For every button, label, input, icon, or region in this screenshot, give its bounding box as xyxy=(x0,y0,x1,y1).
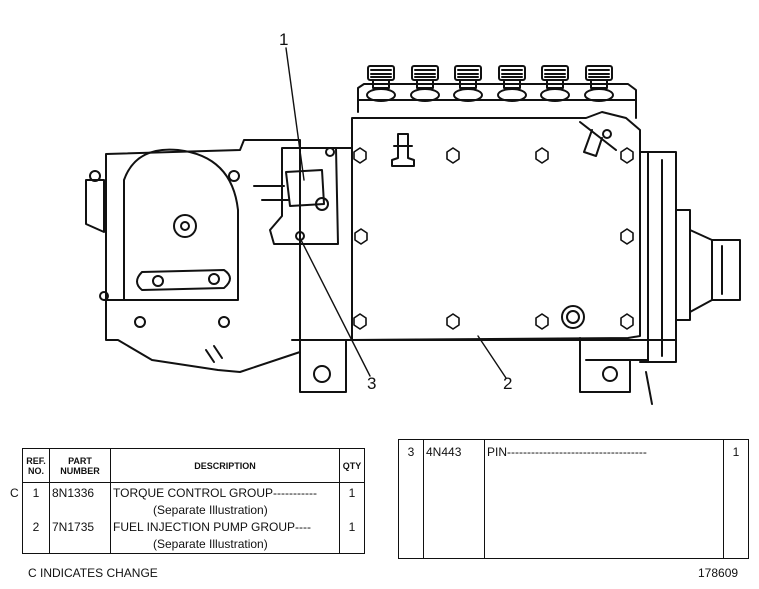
ref-no: 3 xyxy=(398,439,424,559)
delivery-valve-fittings xyxy=(366,65,614,102)
part-number: 8N1336 xyxy=(52,486,95,500)
ref-no: 2 xyxy=(32,520,40,534)
part-number: 7N1735 xyxy=(52,520,95,534)
description-note: (Separate Illustration) xyxy=(153,537,268,551)
header-ref-no: REF. NO. xyxy=(22,448,50,483)
header-description: DESCRIPTION xyxy=(110,448,340,483)
parts-table-left: REF. NO. PART NUMBER DESCRIPTION QTY C 1… xyxy=(8,448,365,554)
change-indicator: C xyxy=(10,485,19,500)
description-note: (Separate Illustration) xyxy=(153,503,268,517)
torque-control-group xyxy=(253,147,339,245)
part-number: 4N443 xyxy=(423,439,485,559)
callout-1: 1 xyxy=(279,30,289,49)
table-row: C 1 2 8N1336 7N1735 TORQUE CONTROL GROUP… xyxy=(8,482,365,554)
quantity: 1 xyxy=(723,439,749,559)
change-legend: C INDICATES CHANGE xyxy=(28,566,158,580)
drive-end xyxy=(645,209,741,405)
description: TORQUE CONTROL GROUP----------- xyxy=(113,486,317,500)
pump-housing xyxy=(291,111,677,393)
quantity: 1 xyxy=(348,486,356,500)
header-part-number: PART NUMBER xyxy=(49,448,111,483)
header-qty: QTY xyxy=(339,448,365,483)
ref-no: 1 xyxy=(32,486,40,500)
parts-table-right: 3 4N443 PIN-----------------------------… xyxy=(398,439,749,559)
illustration-number: 178609 xyxy=(698,566,739,580)
fuel-injection-pump-illustration xyxy=(85,47,741,405)
description: FUEL INJECTION PUMP GROUP---- xyxy=(113,520,312,534)
governor-housing xyxy=(85,139,353,373)
callout-3: 3 xyxy=(367,374,377,393)
quantity: 1 xyxy=(348,520,356,534)
callout-2: 2 xyxy=(503,374,513,393)
leader-lines xyxy=(285,47,507,379)
table-row: 3 4N443 PIN-----------------------------… xyxy=(398,439,749,559)
description: PIN----------------------------------- xyxy=(484,439,724,559)
